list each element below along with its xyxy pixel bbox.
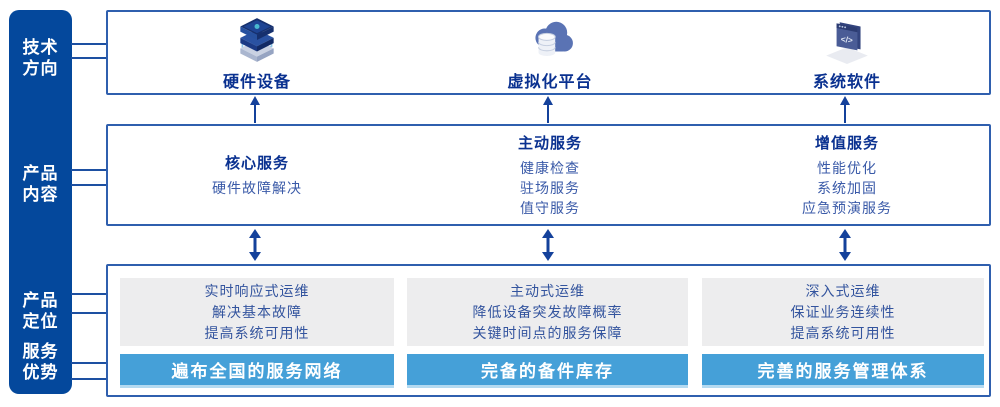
up-arrow	[543, 96, 553, 123]
svg-text:</>: </>	[840, 34, 853, 45]
advantage-banner: 完备的备件库存	[407, 354, 688, 388]
positioning-line: 关键时间点的服务保障	[472, 324, 623, 341]
double-arrow	[839, 229, 851, 261]
service-title: 增值服务	[814, 135, 879, 152]
positioning-panel: 主动式运维 降低设备突发故障概率 关键时间点的服务保障	[407, 278, 688, 346]
connector-line	[71, 362, 107, 364]
double-arrow	[542, 229, 554, 261]
connector-line	[71, 57, 107, 59]
server-stack-icon	[232, 15, 282, 65]
connector-line	[71, 293, 107, 295]
positioning-line: 深入式运维	[805, 282, 881, 299]
up-arrow	[250, 96, 260, 123]
positioning-line: 保证业务连续性	[790, 303, 896, 320]
tech-direction-box: 硬件设备 虚拟化平台	[106, 10, 991, 95]
code-window-icon: </>	[822, 15, 872, 65]
service-item: 驻场服务	[520, 180, 580, 196]
service-column-proactive: 主动服务 健康检查 驻场服务 值守服务	[430, 126, 670, 224]
positioning-line: 实时响应式运维	[204, 282, 310, 299]
service-title: 主动服务	[517, 135, 582, 152]
double-arrow	[249, 229, 261, 261]
tech-label-virtualization: 虚拟化平台	[507, 74, 593, 91]
service-item: 系统加固	[817, 180, 877, 196]
positioning-line: 降低设备突发故障概率	[472, 303, 623, 320]
tech-label-hardware: 硬件设备	[222, 74, 291, 91]
connector-line	[71, 378, 107, 380]
sidebar-label-product-content: 产品 内容	[22, 164, 59, 204]
sidebar-label-service-advantage: 服务 优势	[22, 342, 59, 382]
connector-line	[71, 184, 107, 186]
service-item: 值守服务	[520, 200, 580, 216]
sidebar-label-tech-direction: 技术 方向	[22, 38, 59, 78]
positioning-line: 主动式运维	[510, 282, 585, 299]
connector-line	[71, 43, 107, 45]
positioning-line: 提高系统可用性	[204, 324, 310, 341]
connector-line	[71, 169, 107, 171]
bottom-column-proactive: 主动式运维 降低设备突发故障概率 关键时间点的服务保障 完备的备件库存	[407, 278, 688, 388]
service-column-core: 核心服务 硬件故障解决	[137, 126, 377, 224]
bottom-column-indepth: 深入式运维 保证业务连续性 提高系统可用性 完善的服务管理体系	[702, 278, 984, 388]
service-item: 应急预演服务	[802, 200, 892, 216]
positioning-panel: 深入式运维 保证业务连续性 提高系统可用性	[702, 278, 984, 346]
bottom-column-realtime: 实时响应式运维 解决基本故障 提高系统可用性 遍布全国的服务网络	[120, 278, 394, 388]
cloud-database-icon	[525, 15, 575, 65]
tech-column-software: </> 系统软件	[737, 12, 957, 93]
tech-column-hardware: 硬件设备	[147, 12, 367, 93]
service-item: 健康检查	[520, 160, 580, 176]
tech-column-virtualization: 虚拟化平台	[440, 12, 660, 93]
positioning-panel: 实时响应式运维 解决基本故障 提高系统可用性	[120, 278, 394, 346]
service-item: 硬件故障解决	[212, 180, 302, 196]
tech-label-software: 系统软件	[812, 74, 881, 91]
sidebar: 技术 方向 产品 内容 产品 定位 服务 优势	[9, 10, 72, 394]
product-content-box: 核心服务 硬件故障解决 主动服务 健康检查 驻场服务 值守服务 增值服务 性能优…	[106, 124, 991, 226]
positioning-line: 解决基本故障	[212, 303, 302, 320]
service-column-value-added: 增值服务 性能优化 系统加固 应急预演服务	[727, 126, 967, 224]
service-item: 性能优化	[817, 160, 877, 176]
connector-line	[71, 312, 107, 314]
positioning-line: 提高系统可用性	[790, 324, 896, 341]
advantage-banner: 完善的服务管理体系	[702, 354, 984, 388]
advantage-banner: 遍布全国的服务网络	[120, 354, 394, 388]
positioning-advantage-box: 实时响应式运维 解决基本故障 提高系统可用性 遍布全国的服务网络 主动式运维 降…	[106, 264, 991, 397]
sidebar-label-product-position: 产品 定位	[22, 291, 59, 331]
up-arrow	[840, 96, 850, 123]
service-title: 核心服务	[224, 155, 289, 172]
